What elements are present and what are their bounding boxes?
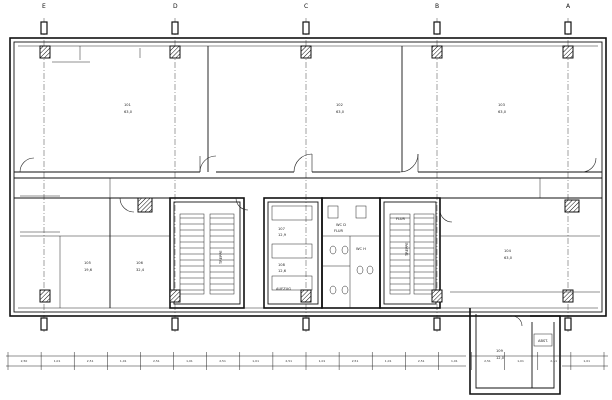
annex-room-label: 109	[496, 349, 504, 353]
room-label-102: 102	[336, 103, 343, 107]
room-area-107: 12,9	[278, 233, 287, 237]
room-label-104: 104	[504, 249, 512, 253]
dimension-label: 1,01	[120, 359, 127, 363]
dimension-label: 1,01	[54, 359, 61, 363]
room-area-101: 63,0	[124, 110, 133, 114]
stair-label-right: TREPPE	[405, 242, 409, 257]
room-label-105: 105	[84, 261, 91, 265]
dimension-label: 1,01	[583, 359, 590, 363]
room-area-104: 63,0	[504, 256, 513, 260]
room-area-108: 12,6	[278, 269, 287, 273]
room-area-106: 32,4	[136, 268, 145, 272]
axis-label-a: A	[566, 3, 571, 10]
dimension-label: 2,51	[87, 359, 94, 363]
stair-left	[179, 213, 235, 295]
dimension-label: 2,51	[219, 359, 226, 363]
room-labels: 101 63,0 102 63,0 103 63,0 104 63,0 105 …	[84, 103, 548, 360]
axis-markers	[40, 21, 572, 331]
dimension-label: 2,51	[550, 359, 557, 363]
axis-label-c: C	[304, 3, 308, 10]
wc-fixtures	[271, 205, 380, 308]
dimension-label: 1,01	[385, 359, 392, 363]
wc-corridor-label: FLUR	[334, 229, 344, 233]
doors	[19, 153, 597, 223]
axis-label-b: B	[435, 3, 439, 10]
room-label-108: 108	[278, 263, 286, 267]
stair-right	[389, 213, 435, 295]
room-area-103: 63,0	[498, 110, 507, 114]
room-details	[20, 46, 600, 308]
dimension-chain: 2,50 1,01 2,51 1,01 2,51 1,01 2,51 1,01 2,51 1,01…	[6, 352, 608, 370]
room-label-107: 107	[278, 227, 285, 231]
axis-label-e: E	[42, 3, 46, 10]
dimension-label: 1,01	[186, 359, 193, 363]
dimension-label: 2,51	[153, 359, 160, 363]
dimension-label: 2,51	[352, 359, 359, 363]
axis-label-d: D	[173, 3, 178, 10]
dimension-label: 1,01	[451, 359, 458, 363]
dimension-label: 1,01	[517, 359, 524, 363]
wc-label-women: WC D	[336, 223, 346, 227]
dimension-label: 2,51	[285, 359, 292, 363]
dimension-label: 2,50	[21, 359, 28, 363]
core-block	[169, 197, 441, 309]
room-label-106: 106	[136, 261, 144, 265]
dimension-label: 1,01	[252, 359, 259, 363]
dimension-label: 2,51	[418, 359, 425, 363]
corridor-label: FLUR	[396, 217, 406, 221]
stair-label-left: TREPPE	[219, 250, 223, 265]
wc-label-men: WC H	[356, 247, 366, 251]
outer-walls	[9, 37, 607, 317]
room-label-101: 101	[124, 103, 131, 107]
room-area-102: 63,0	[336, 110, 345, 114]
annex-room-area: 12,0	[496, 356, 505, 360]
dimension-label: 2,51	[484, 359, 491, 363]
corridor-walls	[14, 46, 602, 308]
elevator-label: AUFZUG	[276, 287, 291, 291]
dimension-label: 1,01	[319, 359, 326, 363]
axis-labels: E D C B A	[42, 3, 571, 10]
room-label-103: 103	[498, 103, 505, 107]
columns	[39, 45, 580, 303]
annex-storage-label: ABST.	[538, 339, 548, 343]
room-area-105: 19,6	[84, 268, 93, 272]
annex	[469, 308, 561, 395]
axis-grid	[43, 18, 569, 332]
